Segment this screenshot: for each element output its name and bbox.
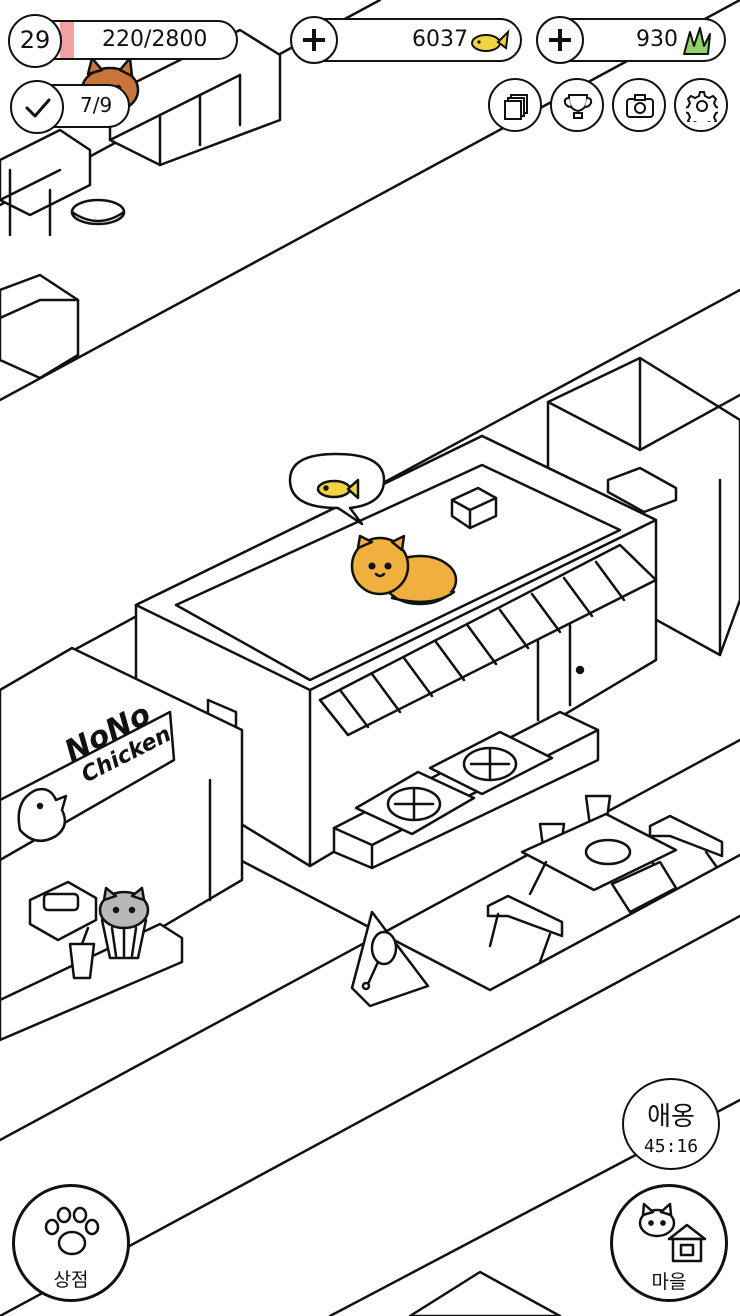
album-button[interactable] xyxy=(488,78,542,132)
fish-speech-bubble[interactable] xyxy=(288,452,386,526)
camera-button[interactable] xyxy=(612,78,666,132)
trophy-button[interactable] xyxy=(550,78,604,132)
level-badge[interactable]: 29 xyxy=(8,14,62,68)
cat-gray[interactable] xyxy=(98,886,150,960)
phone-icon xyxy=(28,880,98,942)
task-text: 7/9 xyxy=(80,93,113,117)
event-title: 애옹 xyxy=(647,1102,695,1132)
village-button[interactable]: 마을 xyxy=(610,1184,728,1302)
check-icon xyxy=(25,98,51,118)
village-label: 마을 xyxy=(651,1271,687,1293)
paw-icon xyxy=(44,1206,100,1256)
fish-count: 6037 xyxy=(412,27,468,52)
gear-icon xyxy=(686,91,718,122)
event-timer-text: 45:16 xyxy=(643,1136,699,1157)
camera-icon xyxy=(626,94,654,118)
shop-button[interactable]: 상점 xyxy=(12,1184,130,1302)
cat-orange[interactable] xyxy=(350,534,458,606)
event-timer[interactable]: 애옹 45:16 xyxy=(622,1078,720,1170)
fish-icon xyxy=(471,29,510,52)
chicken-logo-icon xyxy=(17,787,68,843)
add-grass-button[interactable] xyxy=(536,16,584,64)
album-icon xyxy=(504,94,528,120)
picnic-table[interactable] xyxy=(486,812,724,964)
cat-house-icon xyxy=(638,1202,707,1263)
chicken-sign[interactable] xyxy=(350,910,430,1008)
grass-icon xyxy=(683,27,711,55)
settings-button[interactable] xyxy=(674,78,728,132)
pizza-icon xyxy=(386,786,442,822)
level-number: 29 xyxy=(19,26,51,54)
xp-text: 220/2800 xyxy=(102,27,208,52)
trophy-icon xyxy=(563,94,593,119)
task-check-button[interactable] xyxy=(10,80,64,134)
market-stall[interactable] xyxy=(0,28,282,380)
drumstick-icon xyxy=(361,930,398,991)
building-bottom xyxy=(408,1270,562,1316)
pizza-icon xyxy=(462,746,518,782)
xp-bar-fill xyxy=(60,22,74,58)
fish-icon xyxy=(316,478,360,500)
add-fish-button[interactable] xyxy=(290,16,338,64)
shop-label: 상점 xyxy=(53,1269,89,1291)
grass-count: 930 xyxy=(636,27,678,52)
